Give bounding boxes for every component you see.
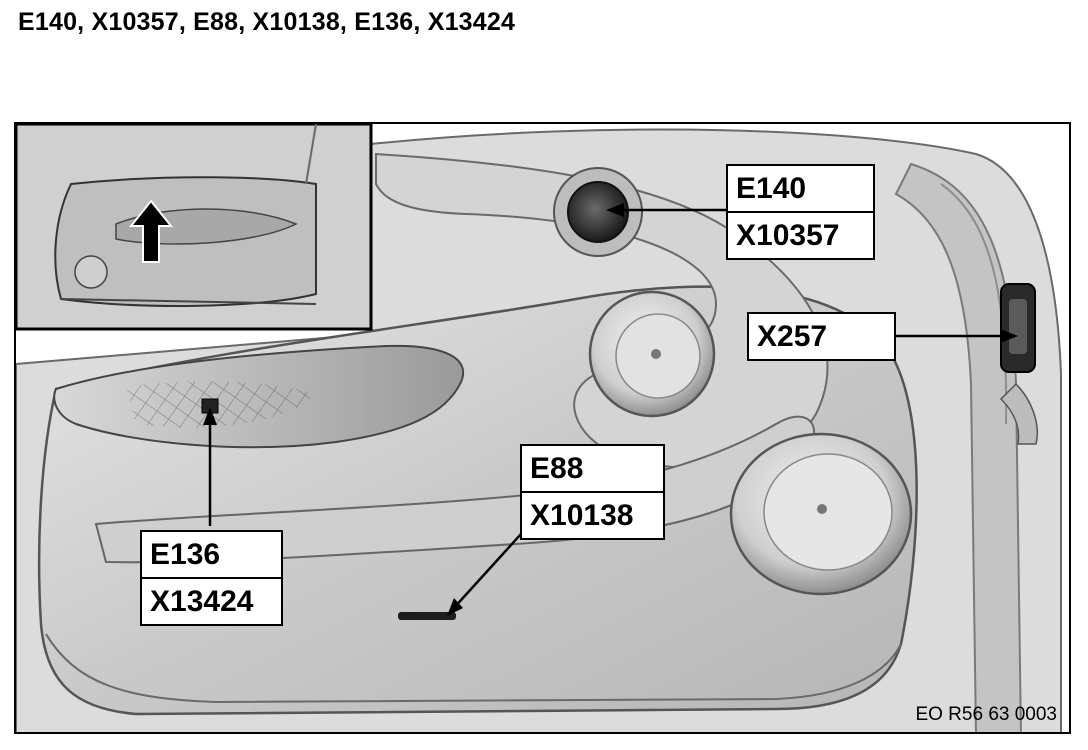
label-x257: X257 (757, 319, 828, 353)
label-x257-box: X257 (747, 312, 896, 361)
label-e136-x13424: E136 X13424 (140, 530, 283, 626)
pointer-e88 (451, 533, 522, 611)
door-panel-drawing (16, 124, 1062, 732)
inset-speaker (74, 255, 108, 289)
courtesy-lamp (567, 181, 629, 243)
label-x10357: X10357 (728, 211, 873, 258)
inset-arrow-icon (128, 199, 174, 263)
label-e88-x10138: E88 X10138 (520, 444, 665, 540)
door-frame-strip (894, 162, 1022, 732)
label-x13424: X13424 (142, 577, 281, 624)
label-e136: E136 (150, 537, 221, 571)
label-x10138: X10138 (522, 491, 663, 538)
door-panel-figure: E140 X10357 X257 E88 X10138 E136 X13424 … (14, 122, 1071, 734)
footwell-lamp (398, 612, 456, 620)
woofer-cone (763, 453, 893, 571)
label-e88: E88 (530, 451, 584, 485)
page-title: E140, X10357, E88, X10138, E136, X13424 (18, 8, 516, 36)
label-e140: E140 (736, 171, 807, 205)
label-e140-x10357: E140 X10357 (726, 164, 875, 260)
document-code: EO R56 63 0003 (915, 704, 1057, 725)
